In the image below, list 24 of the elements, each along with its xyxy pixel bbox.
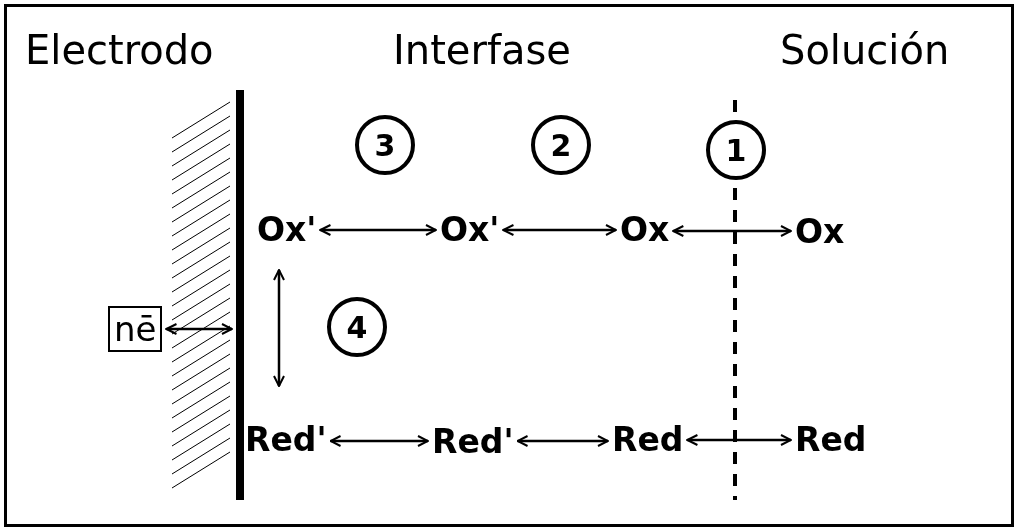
double-arrow [329,435,429,447]
electron-box: nē [108,306,163,352]
region-heading: Interfase [393,26,571,74]
species-label: Red [795,420,867,460]
double-arrow [502,224,617,236]
species-label: Ox' [440,210,500,250]
double-arrow [165,323,233,335]
species-label: Ox' [257,210,317,250]
step-number-circle: 2 [531,115,591,175]
species-label: Ox [620,210,670,250]
double-arrow [686,434,792,446]
species-label: Red' [245,420,327,460]
double-arrow [273,269,285,387]
step-number-circle: 3 [355,115,415,175]
double-arrow [319,224,437,236]
double-arrow [516,435,609,447]
region-heading: Solución [780,26,950,74]
species-label: Red' [432,422,514,462]
step-number-circle: 4 [327,297,387,357]
double-arrow [672,225,792,237]
region-heading: Electrodo [25,26,214,74]
step-number-circle: 1 [706,120,766,180]
species-label: Ox [795,212,845,252]
species-label: Red [612,420,684,460]
